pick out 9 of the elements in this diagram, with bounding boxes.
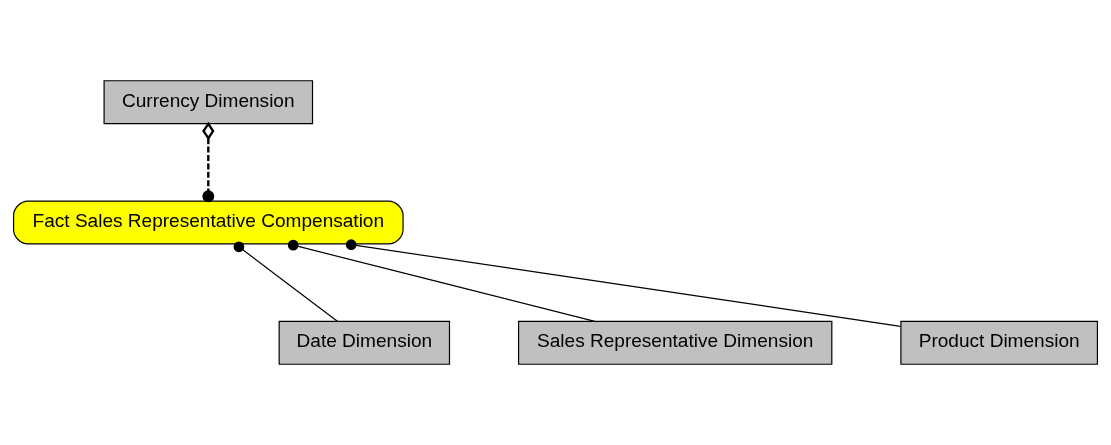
connector (345, 239, 902, 328)
node-box: Date Dimension (278, 320, 451, 365)
node-box: Product Dimension (900, 320, 1099, 365)
connector (287, 239, 596, 322)
node-box: Currency Dimension (103, 80, 314, 125)
connector (202, 121, 215, 203)
connector (233, 241, 338, 322)
node-box: Sales Representative Dimension (518, 320, 833, 365)
node-box: Fact Sales Representative Compensation (12, 200, 404, 245)
